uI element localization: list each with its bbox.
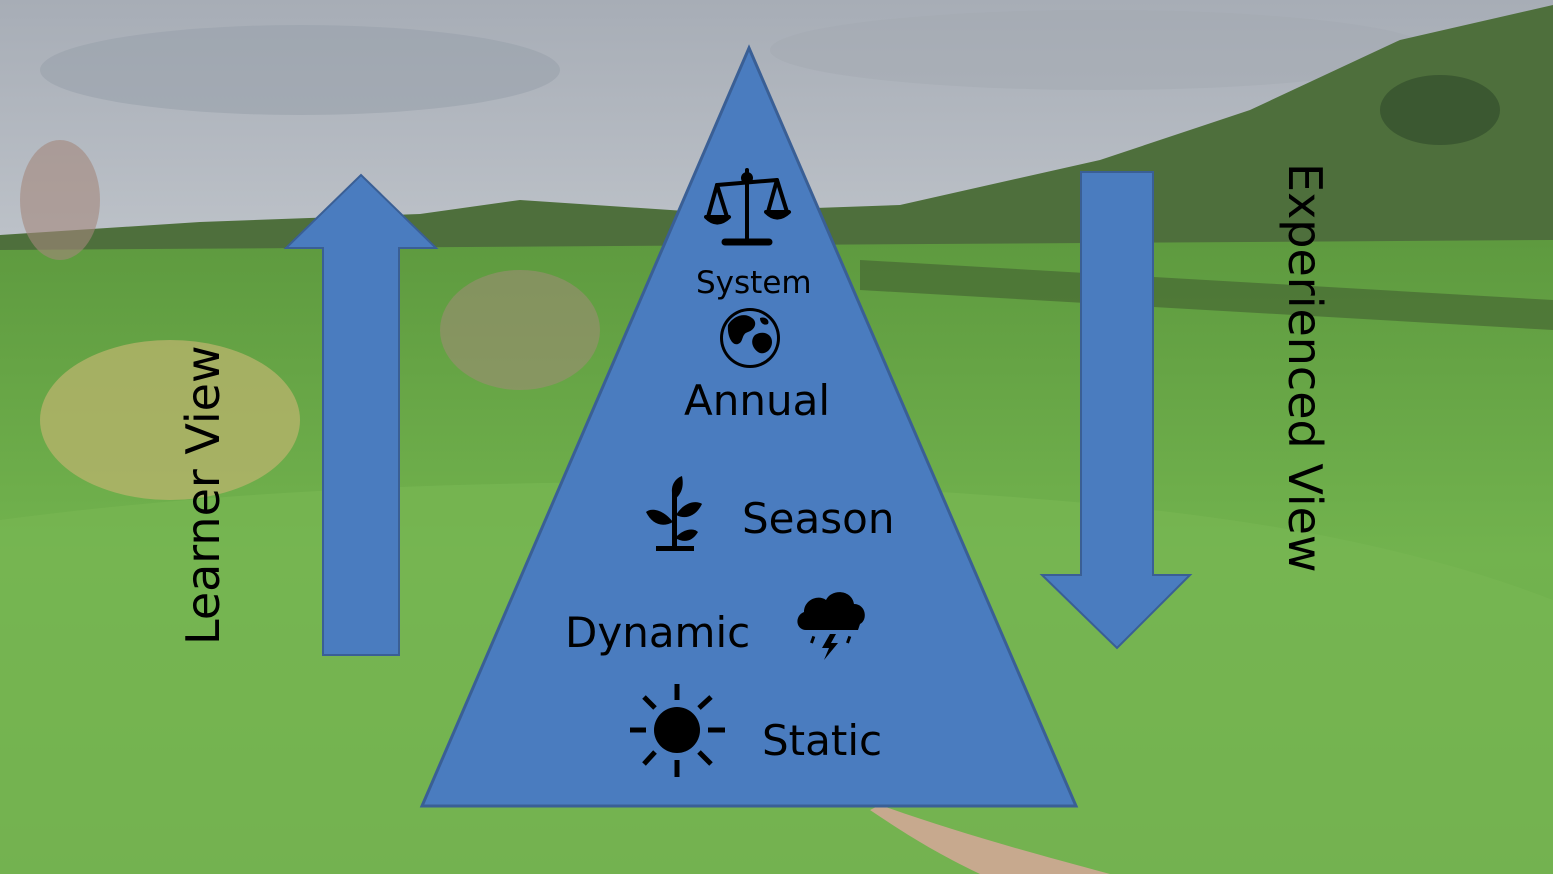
globe-icon	[720, 308, 780, 368]
level-label-annual: Annual	[684, 376, 830, 425]
sun-icon	[630, 684, 725, 777]
experienced-view-arrow	[1039, 171, 1193, 650]
level-label-static: Static	[762, 716, 883, 765]
pyramid	[419, 44, 1079, 808]
scales-icon	[704, 168, 791, 246]
storm-cloud-icon	[797, 592, 865, 660]
learner-view-label: Learner View	[176, 345, 230, 645]
learner-view-arrow	[283, 173, 439, 656]
experienced-view-label: Experienced View	[1278, 163, 1332, 573]
level-label-season: Season	[742, 494, 895, 543]
level-label-dynamic: Dynamic	[565, 608, 751, 657]
sprout-icon	[646, 476, 702, 551]
level-label-system: System	[696, 265, 812, 301]
